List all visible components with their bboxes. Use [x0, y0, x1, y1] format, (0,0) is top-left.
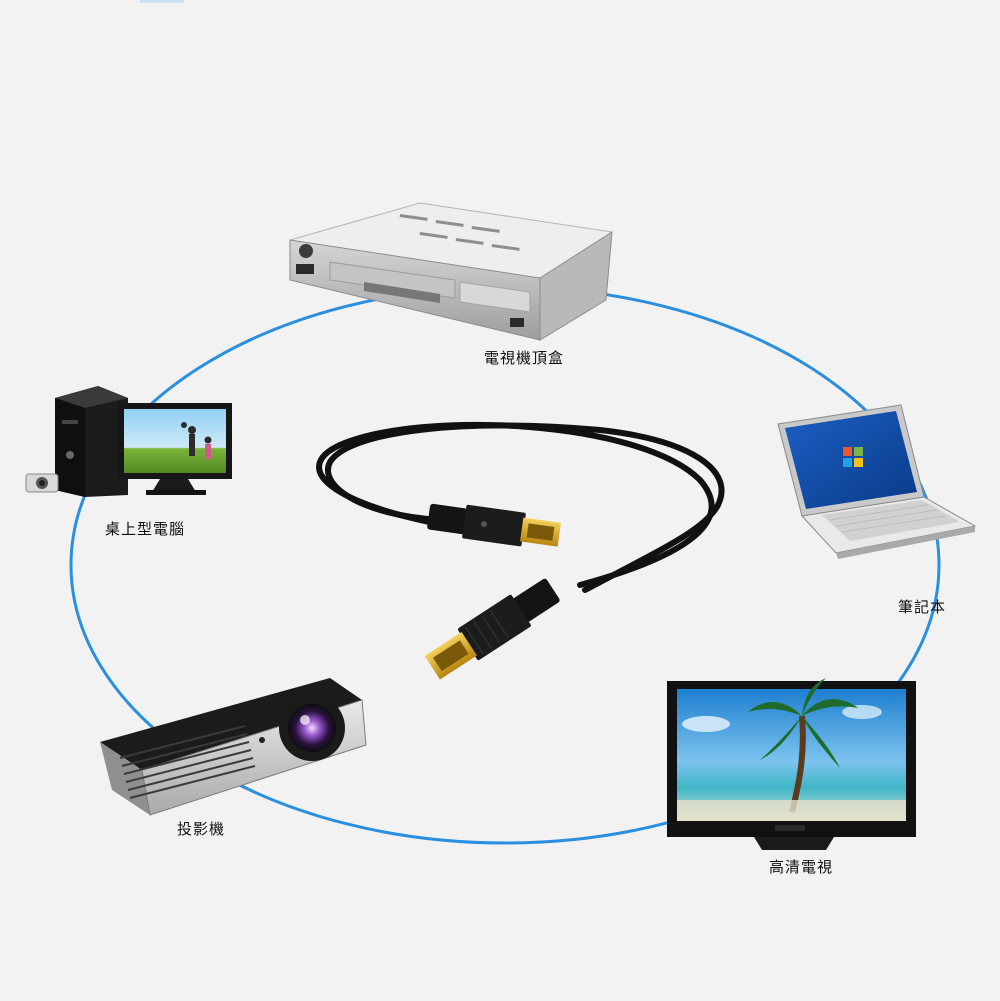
desktop-computer-icon [25, 386, 232, 497]
hdtv-icon [667, 678, 916, 850]
desktop-computer-label: 桌上型電腦 [105, 520, 186, 538]
set-top-box-icon [289, 202, 613, 341]
displayport-cable-icon [316, 421, 725, 680]
projector-label: 投影機 [177, 820, 226, 838]
projector-icon [100, 678, 367, 816]
hdtv-label: 高清電視 [769, 858, 834, 876]
laptop-label: 筆記本 [898, 598, 947, 616]
set-top-box-label: 電視機頂盒 [484, 349, 565, 367]
top-accent-bar [140, 0, 184, 3]
laptop-icon [777, 404, 977, 559]
